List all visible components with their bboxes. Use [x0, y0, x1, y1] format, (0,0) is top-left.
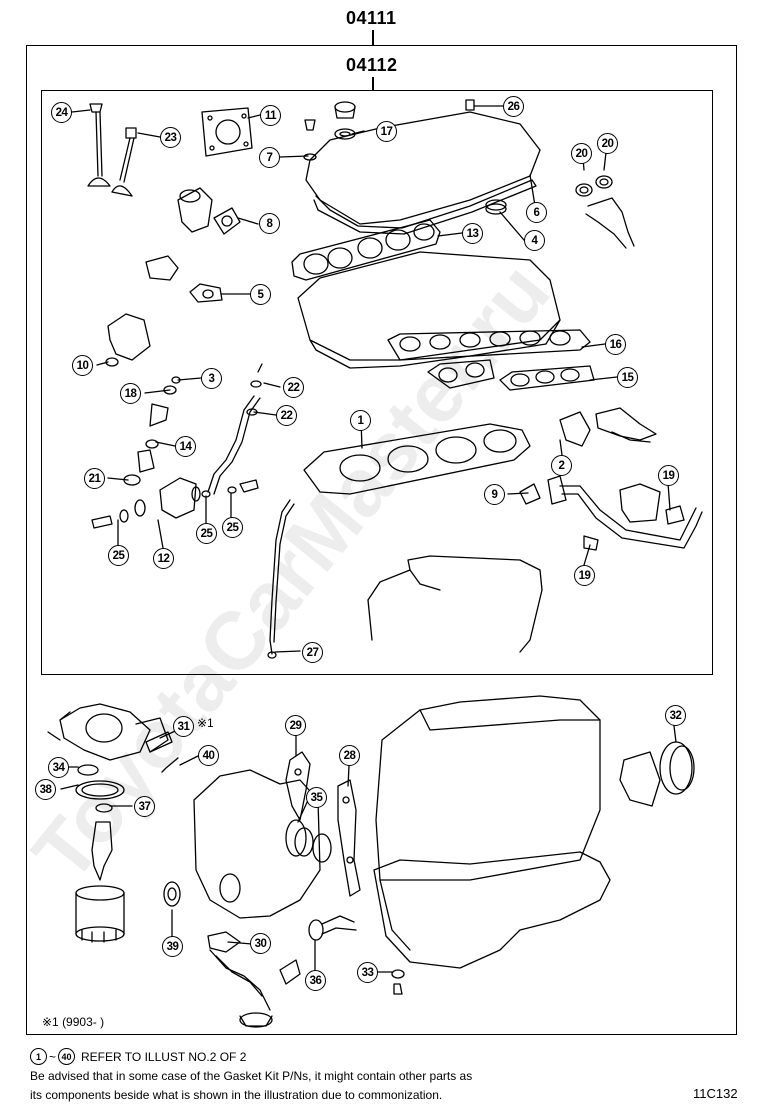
engine-block-partial: [367, 555, 543, 653]
callout-23[interactable]: 23: [160, 127, 181, 148]
misc-seals-lower: [163, 881, 405, 995]
ref-separator: ~: [49, 1049, 57, 1064]
water-housing-12: [91, 477, 201, 529]
callout-1[interactable]: 1: [350, 410, 371, 431]
oil-seals-top: [303, 99, 475, 161]
callout-24[interactable]: 24: [51, 102, 72, 123]
callout-5[interactable]: 5: [250, 284, 271, 305]
leader-outer: [372, 30, 374, 46]
callout-25a[interactable]: 25: [196, 523, 217, 544]
callout-39[interactable]: 39: [162, 936, 183, 957]
callout-32[interactable]: 32: [665, 705, 686, 726]
bypass-pipe: [201, 363, 263, 498]
callout-19a[interactable]: 19: [658, 465, 679, 486]
ref-text: REFER TO ILLUST NO.2 OF 2: [81, 1049, 247, 1064]
oil-strainer: [207, 931, 301, 1028]
advice-line-2: its components beside what is shown in t…: [30, 1088, 443, 1102]
water-outlet: [177, 187, 241, 235]
callout-29[interactable]: 29: [285, 715, 306, 736]
callout-18[interactable]: 18: [120, 383, 141, 404]
callout-20b[interactable]: 20: [597, 133, 618, 154]
gasket-11: [201, 107, 253, 157]
callout-19b[interactable]: 19: [574, 565, 595, 586]
valves: [87, 103, 137, 197]
footnote: ※1 (9903- ): [42, 1015, 105, 1029]
callout-36[interactable]: 36: [305, 970, 326, 991]
reference-note: 1 ~ 40 REFER TO ILLUST NO.2 OF 2: [30, 1048, 246, 1065]
callout-11[interactable]: 11: [260, 105, 281, 126]
water-inlet: [105, 313, 151, 367]
seal-35: [312, 833, 332, 863]
callout-17[interactable]: 17: [376, 121, 397, 142]
callout-21[interactable]: 21: [84, 468, 105, 489]
ref-end-bubble: 40: [58, 1048, 76, 1065]
oil-cooler: [47, 703, 179, 813]
cylinder-head-cover: [305, 111, 541, 235]
callout-38[interactable]: 38: [35, 779, 56, 800]
gasket-15: [427, 359, 595, 391]
outer-kit-frame: [26, 45, 737, 1035]
callout-37[interactable]: 37: [134, 796, 155, 817]
leader-inner: [372, 77, 374, 91]
callout-34[interactable]: 34: [48, 757, 69, 778]
callout-31[interactable]: 31: [173, 716, 194, 737]
callout-15[interactable]: 15: [617, 367, 638, 388]
note-mark-31: ※1: [197, 716, 214, 730]
callout-25c[interactable]: 25: [108, 545, 129, 566]
callout-8[interactable]: 8: [259, 213, 280, 234]
callout-3[interactable]: 3: [201, 368, 222, 389]
callout-12[interactable]: 12: [153, 548, 174, 569]
callout-14[interactable]: 14: [175, 436, 196, 457]
callout-7[interactable]: 7: [259, 147, 280, 168]
callout-13[interactable]: 13: [462, 223, 483, 244]
callout-9[interactable]: 9: [484, 484, 505, 505]
callout-35[interactable]: 35: [306, 787, 327, 808]
callout-2[interactable]: 2: [551, 455, 572, 476]
gasket-2: [559, 407, 657, 447]
callout-27[interactable]: 27: [302, 642, 323, 663]
callout-16[interactable]: 16: [605, 334, 626, 355]
callout-22a[interactable]: 22: [283, 377, 304, 398]
gasket-28: [337, 779, 361, 897]
callout-25b[interactable]: 25: [222, 517, 243, 538]
callout-26[interactable]: 26: [503, 96, 524, 117]
inner-kit-frame: [41, 90, 713, 675]
gasket-16: [387, 329, 591, 361]
exhaust-pipe: [519, 475, 703, 551]
callout-33[interactable]: 33: [357, 962, 378, 983]
dipstick: [267, 499, 295, 659]
gaskets-20: [575, 175, 635, 249]
rear-oil-seal: [619, 741, 695, 807]
kit-number-outer: 04111: [346, 8, 397, 28]
callout-4[interactable]: 4: [524, 230, 545, 251]
gasket-29: [285, 751, 311, 821]
ref-start-bubble: 1: [30, 1048, 47, 1065]
callout-28[interactable]: 28: [339, 745, 360, 766]
oil-filter: [75, 821, 125, 943]
gasket-13: [291, 219, 441, 281]
callout-10[interactable]: 10: [72, 355, 93, 376]
sensors: [123, 376, 181, 486]
timing-cover: [193, 769, 321, 919]
callout-30[interactable]: 30: [250, 933, 271, 954]
illustration-code: 11C132: [693, 1086, 738, 1101]
kit-number-inner: 04112: [346, 55, 398, 75]
head-gasket: [303, 423, 531, 495]
engine-block: [373, 695, 611, 969]
callout-20a[interactable]: 20: [571, 143, 592, 164]
cylinder-head: [297, 251, 561, 369]
callout-40[interactable]: 40: [198, 745, 219, 766]
callout-22b[interactable]: 22: [276, 405, 297, 426]
advice-line-1: Be advised that in some case of the Gask…: [30, 1069, 473, 1083]
gasket-5: [145, 255, 223, 303]
callout-6[interactable]: 6: [526, 202, 547, 223]
